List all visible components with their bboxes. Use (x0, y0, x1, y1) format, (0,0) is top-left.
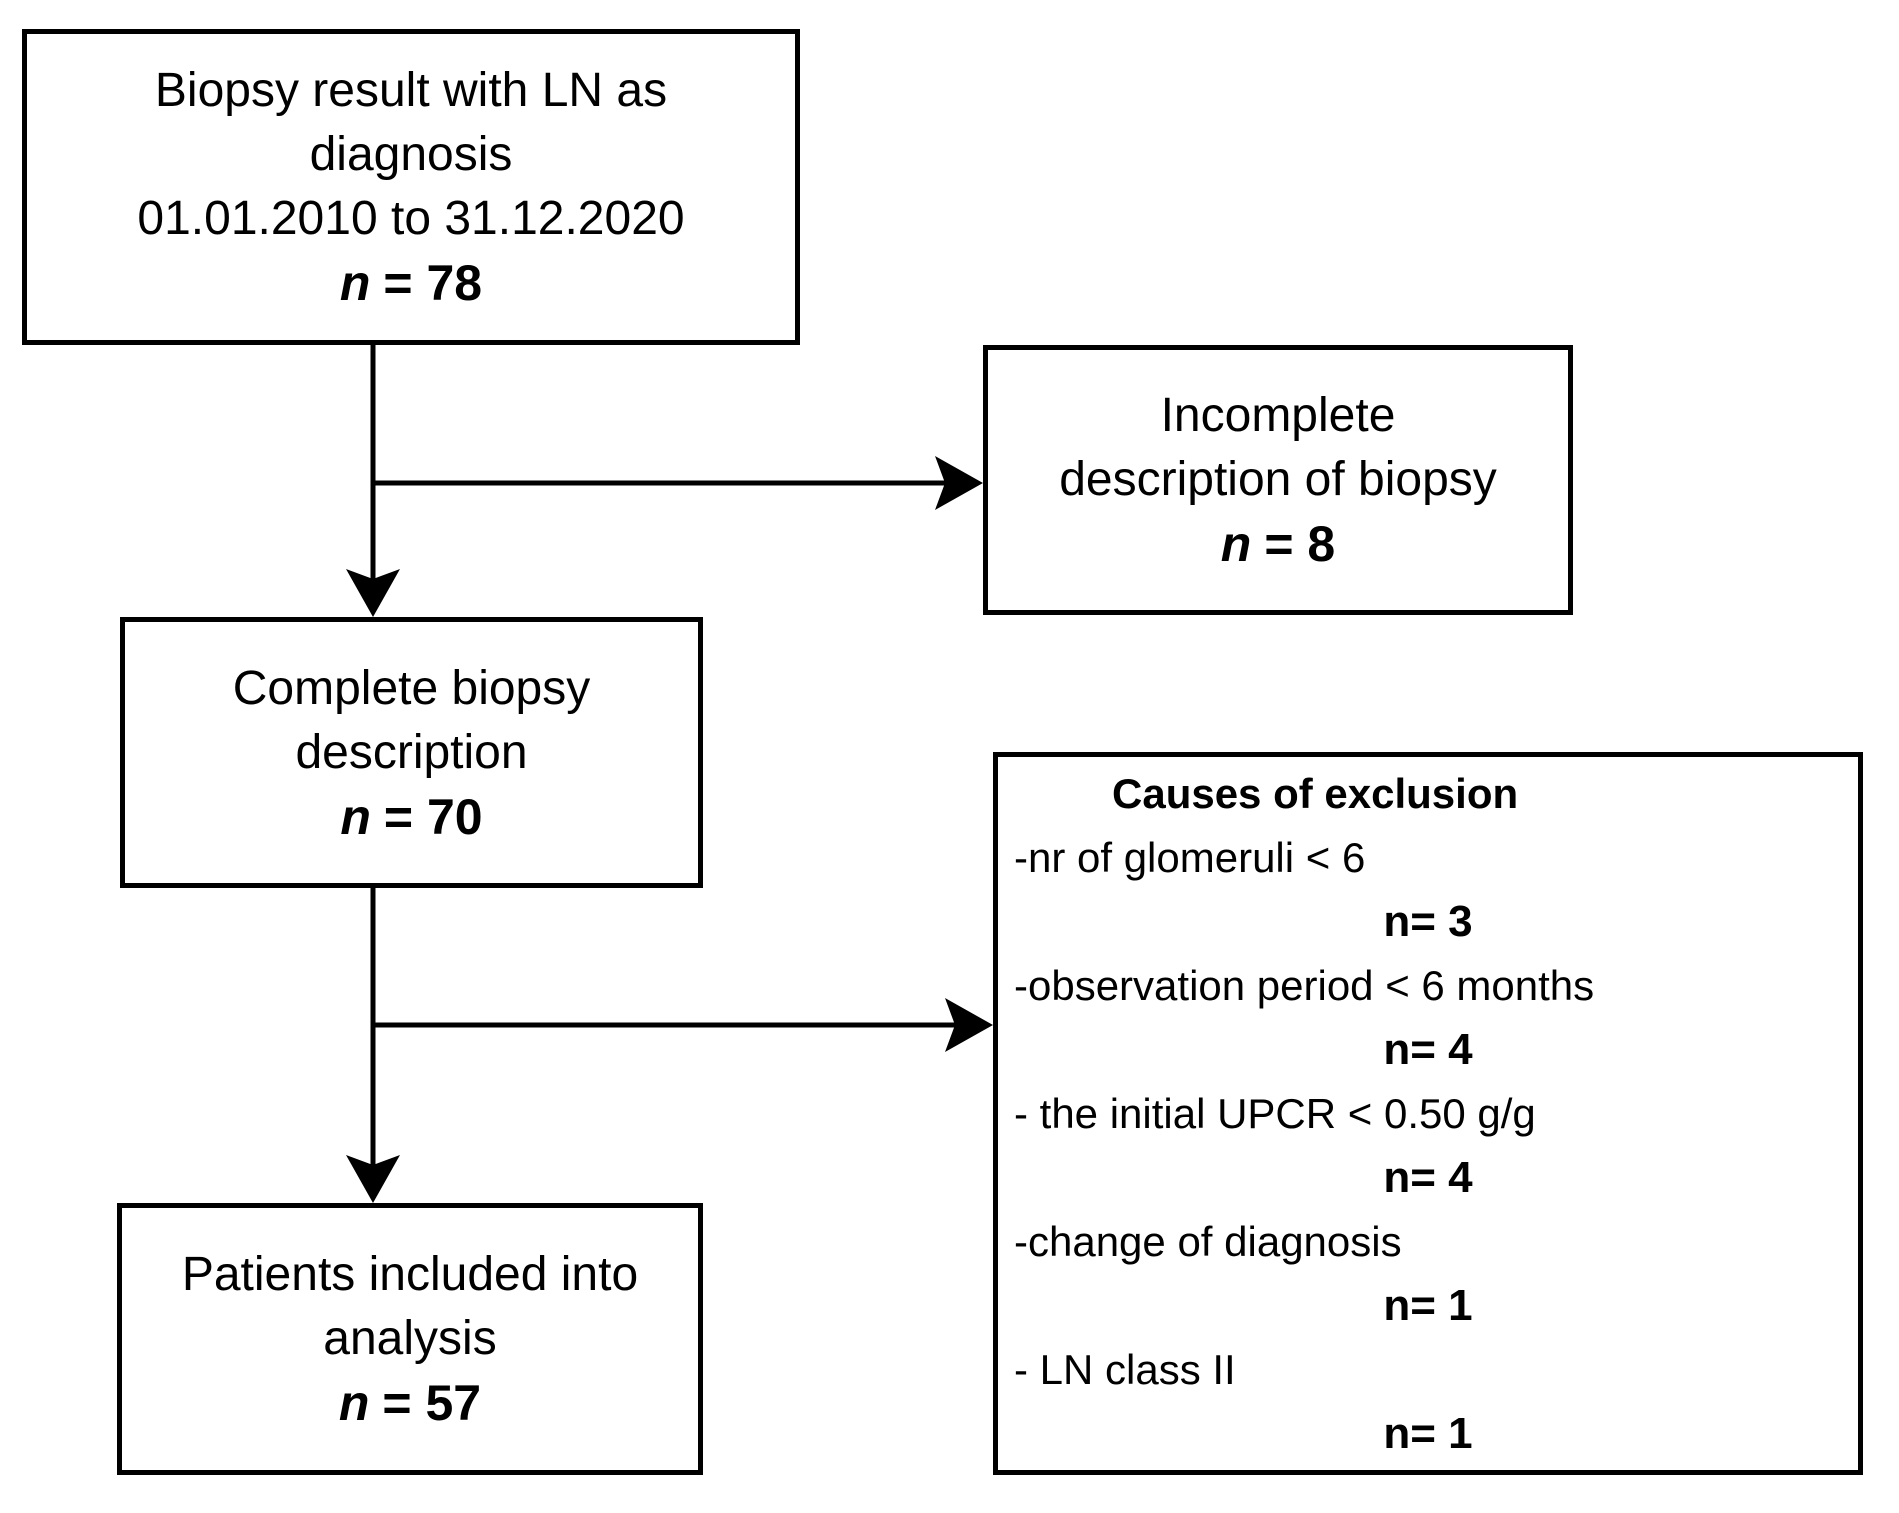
box-biopsy-result-line-3: 01.01.2010 to 31.12.2020 (137, 192, 685, 245)
n-value: = 70 (383, 788, 483, 845)
box-complete-count: n= 70 (125, 785, 698, 849)
n-value: = 78 (383, 255, 483, 311)
arrowhead-down-complete-icon (346, 569, 400, 617)
box-biopsy-result: Biopsy result with LN as diagnosis 01.01… (22, 29, 800, 345)
arrowhead-right-incomplete-icon (935, 456, 983, 510)
n-label: n (1220, 516, 1252, 572)
box-incomplete-line-2: description of biopsy (1059, 453, 1497, 506)
cause-item-count: n= 4 (1014, 1146, 1842, 1210)
n-label: n (1383, 1153, 1411, 1202)
box-biopsy-result-line-2: diagnosis (309, 128, 513, 181)
arrowhead-right-exclusion-icon (945, 998, 993, 1052)
box-complete-line-2: description (295, 725, 528, 779)
n-label: n (338, 1375, 370, 1431)
n-value: = 8 (1264, 516, 1336, 572)
box-incomplete-description: Incomplete description of biopsy n= 8 (983, 345, 1573, 615)
box-complete-line-1: Complete biopsy (232, 661, 591, 715)
n-value: = 1 (1410, 1409, 1473, 1458)
box-incomplete-line-1: Incomplete (1160, 389, 1396, 442)
n-label: n (339, 255, 371, 311)
n-value: = 57 (382, 1375, 482, 1431)
cause-item: - LN class II (1014, 1346, 1236, 1393)
n-value: = 4 (1410, 1153, 1473, 1202)
box-incomplete-count: n= 8 (988, 512, 1568, 576)
box-biopsy-result-line-1: Biopsy result with LN as (154, 64, 668, 117)
box-complete-description: Complete biopsy description n= 70 (120, 617, 703, 888)
box-included-count: n= 57 (122, 1371, 698, 1435)
causes-title: Causes of exclusion (1112, 770, 1519, 817)
n-label: n (1383, 897, 1411, 946)
box-included-patients: Patients included into analysis n= 57 (117, 1203, 703, 1475)
cause-item-count: n= 4 (1014, 1018, 1842, 1082)
n-label: n (340, 788, 371, 845)
box-included-line-1: Patients included into (181, 1248, 639, 1301)
n-value: = 1 (1410, 1281, 1473, 1330)
n-value: = 3 (1410, 897, 1473, 946)
n-value: = 4 (1410, 1025, 1473, 1074)
arrowhead-down-included-icon (346, 1155, 400, 1203)
cause-item-count: n= 1 (1014, 1402, 1842, 1466)
n-label: n (1383, 1025, 1411, 1074)
box-causes-of-exclusion: Causes of exclusion -nr of glomeruli < 6… (993, 752, 1863, 1475)
box-included-line-2: analysis (323, 1312, 497, 1365)
box-biopsy-result-count: n= 78 (27, 251, 795, 315)
cause-item-count: n= 3 (1014, 890, 1842, 954)
cause-item: - the initial UPCR < 0.50 g/g (1014, 1090, 1536, 1137)
cause-item: -change of diagnosis (1014, 1218, 1402, 1265)
n-label: n (1383, 1409, 1411, 1458)
cause-item: -nr of glomeruli < 6 (1014, 834, 1366, 881)
n-label: n (1383, 1281, 1411, 1330)
cause-item-count: n= 1 (1014, 1274, 1842, 1338)
cause-item: -observation period < 6 months (1014, 962, 1595, 1009)
